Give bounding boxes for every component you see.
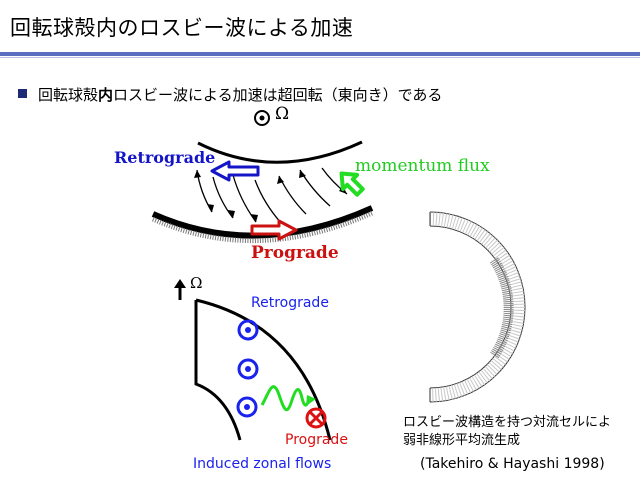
- bottom-prograde-label: Prograde: [285, 432, 348, 448]
- wave-packet-arrowhead: [306, 395, 316, 406]
- bullet-text: 回転球殻内ロスビー波による加速は超回転（東向き）である: [38, 84, 442, 105]
- rotation-axis-arrow: [174, 279, 186, 300]
- vortex-icon: [236, 396, 258, 418]
- prograde-arrow: [250, 219, 298, 241]
- right-figure-citation: (Takehiro & Hayashi 1998): [420, 456, 605, 472]
- page-title: 回転球殻内のロスビー波による加速: [10, 16, 354, 40]
- wave-trajectory-arrowheads: [194, 170, 347, 222]
- induced-flows-caption: Induced zonal flows: [193, 456, 332, 472]
- retrograde-arrow: [210, 160, 260, 182]
- bottom-omega-label: Ω: [190, 274, 203, 292]
- bottom-retrograde-label: Retrograde: [251, 295, 329, 311]
- bullet-text-part3: ロスビー波による加速は超回転（東向き）である: [113, 86, 443, 104]
- quarter-shell-outline: [196, 300, 330, 440]
- quarter-shell-inner: [194, 300, 242, 441]
- title-divider: [0, 52, 640, 56]
- rotation-out-of-page-icon: [254, 110, 270, 126]
- top-retrograde-label: Retrograde: [114, 148, 216, 167]
- wave-packet: [260, 385, 311, 412]
- outer-shell-hatch: [151, 210, 374, 243]
- bullet-text-bold: 内: [98, 86, 114, 104]
- bullet-text-part1: 回転球殻: [38, 86, 99, 104]
- right-figure-caption-line1: ロスビー波構造を持つ対流セルによ: [403, 415, 612, 430]
- quarter-shell-outer: [195, 298, 332, 441]
- top-prograde-label: Prograde: [251, 243, 339, 263]
- momentum-flux-label: momentum flux: [355, 156, 490, 176]
- title-divider-shadow: [0, 57, 640, 58]
- inner-shell-arc: [197, 140, 363, 164]
- vortex-icon: [237, 358, 259, 380]
- half-shell-band: [489, 257, 514, 359]
- vortex-icon: [237, 319, 259, 341]
- half-shell-body: [429, 212, 525, 402]
- prograde-flow-icon: [305, 407, 327, 429]
- top-omega-label: Ω: [275, 104, 290, 124]
- bullet-marker: [18, 89, 27, 98]
- right-figure-caption-line2: 弱非線形平均流生成: [403, 433, 521, 448]
- momentum-flux-arrow: [339, 171, 365, 197]
